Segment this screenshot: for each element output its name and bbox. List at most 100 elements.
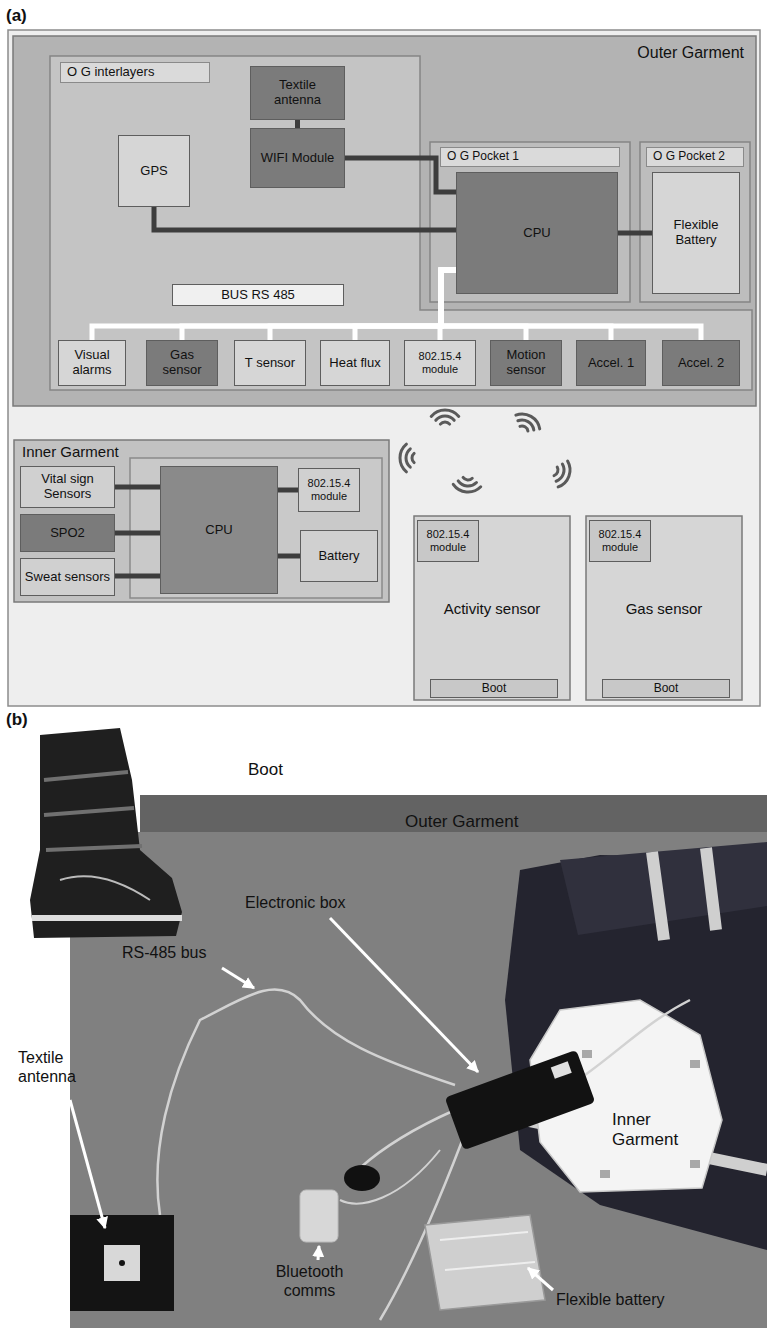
box-label: T sensor	[245, 356, 295, 371]
region-fill	[430, 142, 630, 302]
component-box: Visual alarms	[58, 340, 126, 386]
wireless-symbol	[431, 410, 459, 424]
box-label: 802.15.4 module	[408, 350, 472, 375]
component-box: Flexible Battery	[652, 172, 740, 294]
region-title: O G Pocket 2	[646, 147, 744, 167]
region-fill	[50, 56, 752, 390]
component-box: Boot	[602, 679, 730, 698]
box-label: Motion sensor	[494, 348, 558, 378]
box-label: Gas sensor	[150, 348, 214, 378]
figure-label: Inner Garment	[612, 1110, 704, 1151]
region-box: O G interlayersTextile antennaWIFI Modul…	[50, 56, 752, 390]
electronic-box-shape	[445, 1050, 596, 1151]
figure-label: (a)	[6, 6, 27, 26]
component-box: Vital sign Sensors	[20, 466, 115, 508]
box-label: GPS	[140, 164, 167, 179]
region-box: Gas sensor 802.15.4 moduleBoot	[586, 516, 742, 700]
region-fill	[14, 440, 389, 602]
region-title: Gas sensor	[586, 600, 742, 617]
figure-label: RS-485 bus	[122, 943, 207, 962]
wire-line	[115, 531, 160, 536]
region-title: Outer Garment	[637, 44, 744, 62]
figure-label: Textile antenna	[18, 1048, 102, 1086]
region-box: O G Pocket 1CPU	[430, 142, 630, 302]
box-label: Accel. 2	[678, 356, 724, 371]
component-box: Gas sensor	[146, 340, 218, 386]
wireless-symbol	[400, 444, 414, 472]
wire-line	[115, 574, 160, 579]
region-box: O G Pocket 2 Flexible Battery	[640, 142, 750, 302]
antenna-element	[104, 1245, 140, 1281]
wire	[340, 1150, 440, 1203]
region-title: Activity sensor	[414, 600, 570, 617]
region-fill	[13, 36, 756, 406]
box-label: Vital sign Sensors	[24, 472, 111, 502]
pointer-arrow	[70, 1100, 105, 1228]
box-label: CPU	[205, 523, 232, 538]
wireless-symbol	[453, 477, 482, 493]
wire-line	[295, 120, 300, 128]
region-title: Inner Garment	[22, 443, 119, 460]
box-label: Textile antenna	[254, 78, 341, 108]
boot-seam	[60, 876, 150, 900]
component-box: SPO2	[20, 514, 115, 552]
component-box: BUS RS 485	[172, 284, 344, 306]
wire-line	[278, 554, 300, 559]
component-box: CPU	[160, 466, 278, 594]
box-label: SPO2	[50, 526, 85, 541]
box-label: CPU	[523, 226, 550, 241]
figure-label: Outer Garment	[405, 812, 518, 832]
figure-label: (b)	[6, 710, 28, 730]
figure-label: Electronic box	[245, 893, 346, 912]
component-box: 802.15.4 module	[404, 340, 476, 386]
box-label: Accel. 1	[588, 356, 634, 371]
box-label: BUS RS 485	[221, 288, 295, 303]
box-label: Heat flux	[329, 356, 380, 371]
region-box: Inner GarmentVital sign SensorsSPO2Sweat…	[14, 440, 389, 602]
figure-label: Bluetooth comms	[262, 1262, 357, 1300]
component-box: Heat flux	[320, 340, 390, 386]
component-box: Accel. 2	[662, 340, 740, 386]
boot-sole	[32, 915, 182, 921]
gps-puck	[344, 1165, 380, 1191]
component-box: 802.15.4 module	[298, 468, 360, 512]
bus-line	[92, 270, 456, 340]
component-box: WIFI Module	[250, 128, 345, 188]
wire	[157, 990, 455, 1215]
component-box: Motion sensor	[490, 340, 562, 386]
panel-frame	[8, 30, 760, 706]
inner-frame	[130, 458, 382, 598]
box-label: Boot	[482, 682, 507, 696]
box-label: Flexible Battery	[656, 218, 736, 248]
pointer-arrow	[222, 968, 254, 988]
region-title: O G interlayers	[60, 62, 210, 83]
component-box: Accel. 1	[576, 340, 646, 386]
figure-label: Flexible battery	[556, 1290, 665, 1309]
textile-antenna-patch	[70, 1215, 174, 1311]
pointer-arrow	[330, 918, 478, 1072]
component-box: 802.15.4 module	[589, 520, 651, 562]
component-box: Battery	[300, 530, 378, 582]
box-label: 802.15.4 module	[302, 477, 356, 502]
wireless-symbol	[512, 410, 543, 436]
foil-crease	[440, 1232, 535, 1270]
wireless-symbol	[551, 458, 574, 489]
box-label: Battery	[318, 549, 359, 564]
bluetooth-module	[300, 1190, 338, 1242]
flexible-battery-foil	[425, 1215, 545, 1310]
region-box: Activity sensor 802.15.4 moduleBoot	[414, 516, 570, 700]
box-label: WIFI Module	[261, 151, 335, 166]
figure-label: Boot	[248, 760, 283, 780]
component-box: GPS	[118, 135, 190, 207]
box-label: 802.15.4 module	[593, 528, 647, 553]
boot-strap	[44, 772, 142, 850]
region-box: Outer GarmentO G interlayersTextile ante…	[13, 36, 756, 406]
wire-line	[154, 207, 456, 230]
component-box: Boot	[430, 679, 558, 698]
region-fill	[586, 516, 742, 700]
region-fill	[640, 142, 750, 302]
box-label: Sweat sensors	[25, 570, 110, 585]
box-label: 802.15.4 module	[421, 528, 475, 553]
